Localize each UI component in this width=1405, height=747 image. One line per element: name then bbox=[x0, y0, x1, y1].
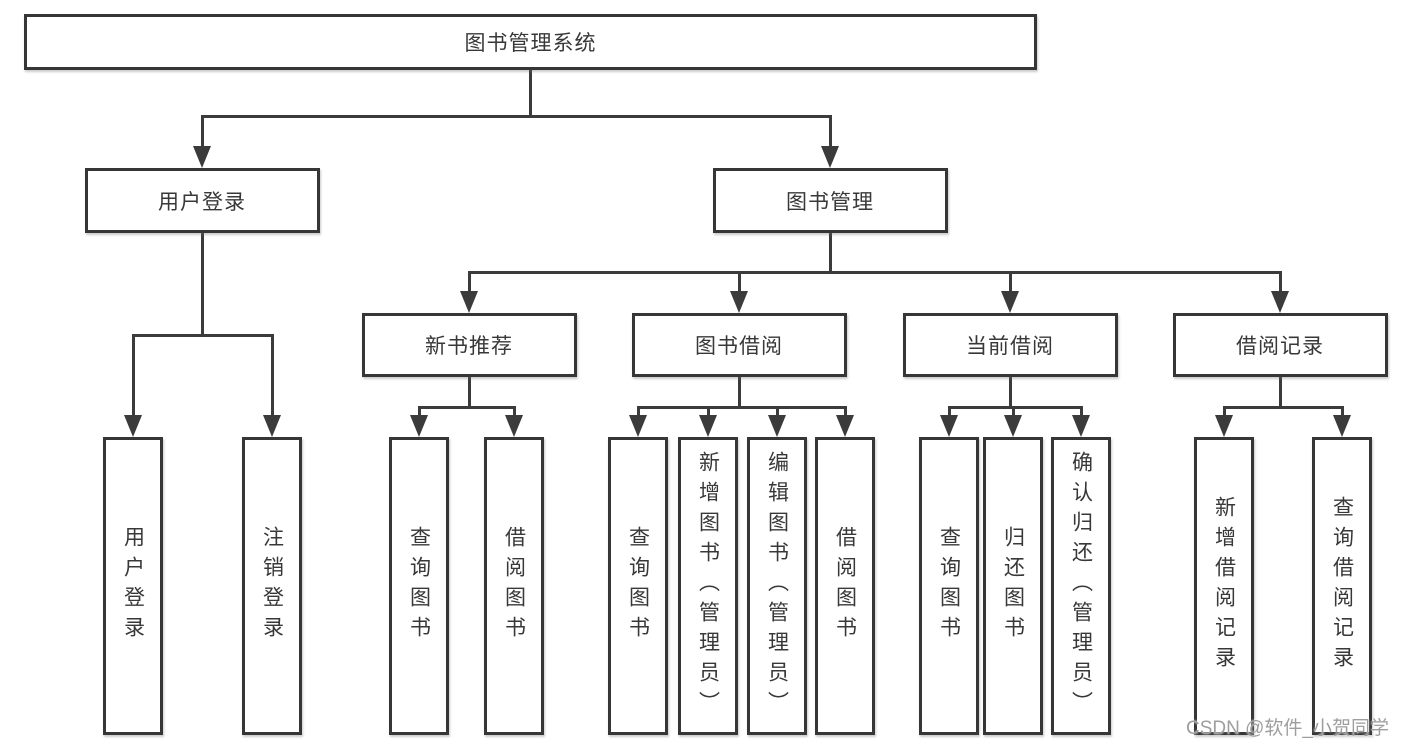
arrowhead bbox=[1001, 291, 1019, 313]
connector-line bbox=[1008, 271, 1012, 293]
arrowhead bbox=[193, 146, 211, 168]
leaf-query-borrow-record: 查询借阅记录 bbox=[1312, 437, 1372, 735]
csdn-watermark: CSDN @软件_小贺同学 bbox=[1186, 718, 1389, 739]
connector-line bbox=[1222, 406, 1344, 409]
connector-line bbox=[417, 406, 421, 418]
leaf-borrow-books: 借阅图书 bbox=[815, 437, 875, 735]
node-label: 查询图书 bbox=[626, 526, 650, 646]
leaf-confirm-return-admin: 确认归还（管理员） bbox=[1051, 437, 1111, 735]
node-label: 查询借阅记录 bbox=[1330, 496, 1354, 676]
arrowhead bbox=[1215, 415, 1233, 437]
leaf-user-login: 用户登录 bbox=[103, 437, 163, 735]
connector-line bbox=[528, 68, 532, 117]
connector-line bbox=[1278, 374, 1282, 408]
node-current-borrowing: 当前借阅 bbox=[902, 313, 1118, 377]
connector-line bbox=[737, 374, 741, 408]
arrowhead bbox=[940, 415, 958, 437]
arrowhead bbox=[410, 415, 428, 437]
leaf-query-books-current: 查询图书 bbox=[919, 437, 979, 735]
node-label: 借阅记录 bbox=[1236, 335, 1324, 358]
connector-line bbox=[200, 115, 832, 118]
node-label: 新增图书（管理员） bbox=[696, 451, 720, 721]
leaf-edit-books-admin: 编辑图书（管理员） bbox=[747, 437, 807, 735]
arrowhead bbox=[263, 415, 281, 437]
node-library-management-system: 图书管理系统 bbox=[24, 14, 1037, 70]
connector-line bbox=[636, 406, 640, 418]
connector-line bbox=[467, 271, 1282, 274]
connector-line bbox=[737, 271, 741, 293]
node-label: 确认归还（管理员） bbox=[1069, 451, 1093, 721]
arrowhead bbox=[629, 415, 647, 437]
connector-line bbox=[1079, 406, 1083, 418]
connector-line bbox=[775, 406, 779, 418]
connector-line bbox=[1008, 374, 1012, 408]
connector-line bbox=[1278, 271, 1282, 293]
node-label: 用户登录 bbox=[158, 190, 246, 214]
connector-line bbox=[843, 406, 847, 418]
connector-line bbox=[1222, 406, 1226, 418]
connector-line bbox=[200, 231, 204, 336]
arrowhead bbox=[1333, 415, 1351, 437]
arrowhead bbox=[730, 291, 748, 313]
node-label: 图书管理系统 bbox=[464, 32, 597, 55]
node-label: 新书推荐 bbox=[425, 335, 513, 358]
node-label: 当前借阅 bbox=[966, 335, 1054, 358]
connector-line bbox=[1011, 406, 1015, 418]
leaf-query-books-borrow: 查询图书 bbox=[608, 437, 668, 735]
leaf-logout: 注销登录 bbox=[242, 437, 302, 735]
arrowhead bbox=[505, 415, 523, 437]
connector-line bbox=[636, 406, 847, 409]
leaf-add-borrow-record: 新增借阅记录 bbox=[1194, 437, 1254, 735]
node-label: 查询图书 bbox=[937, 526, 961, 646]
arrowhead bbox=[460, 291, 478, 313]
connector-line bbox=[467, 271, 471, 293]
connector-line bbox=[131, 334, 135, 417]
leaf-query-books-recommend: 查询图书 bbox=[389, 437, 449, 735]
leaf-add-books-admin: 新增图书（管理员） bbox=[678, 437, 738, 735]
connector-line bbox=[828, 231, 832, 274]
arrowhead bbox=[836, 415, 854, 437]
arrowhead bbox=[768, 415, 786, 437]
node-label: 查询图书 bbox=[407, 526, 431, 646]
arrowhead bbox=[1004, 415, 1022, 437]
arrowhead bbox=[1072, 415, 1090, 437]
connector-line bbox=[828, 115, 832, 147]
node-user-login: 用户登录 bbox=[84, 168, 320, 233]
connector-line bbox=[947, 406, 951, 418]
connector-line bbox=[1340, 406, 1344, 418]
connector-line bbox=[467, 374, 471, 408]
node-label: 借阅图书 bbox=[833, 526, 857, 646]
connector-line bbox=[132, 334, 274, 337]
arrowhead bbox=[1271, 291, 1289, 313]
node-label: 编辑图书（管理员） bbox=[765, 451, 789, 721]
connector-line bbox=[512, 406, 516, 418]
connector-line bbox=[417, 406, 516, 409]
node-book-borrowing: 图书借阅 bbox=[631, 313, 847, 377]
node-label: 归还图书 bbox=[1001, 526, 1025, 646]
node-book-management: 图书管理 bbox=[712, 168, 948, 233]
node-new-book-recommendation: 新书推荐 bbox=[361, 313, 577, 377]
connector-line bbox=[706, 406, 710, 418]
arrowhead bbox=[124, 415, 142, 437]
node-label: 图书借阅 bbox=[695, 335, 783, 358]
node-label: 借阅图书 bbox=[502, 526, 526, 646]
arrowhead bbox=[699, 415, 717, 437]
node-label: 图书管理 bbox=[786, 190, 874, 214]
node-label: 注销登录 bbox=[260, 526, 284, 646]
node-label: 用户登录 bbox=[121, 526, 145, 646]
arrowhead bbox=[821, 146, 839, 168]
leaf-borrow-books-recommend: 借阅图书 bbox=[484, 437, 544, 735]
connector-line bbox=[270, 334, 274, 417]
connector-line bbox=[947, 406, 1083, 409]
leaf-return-books: 归还图书 bbox=[983, 437, 1043, 735]
node-borrowing-records: 借阅记录 bbox=[1172, 313, 1388, 377]
node-label: 新增借阅记录 bbox=[1212, 496, 1236, 676]
connector-line bbox=[200, 115, 204, 147]
